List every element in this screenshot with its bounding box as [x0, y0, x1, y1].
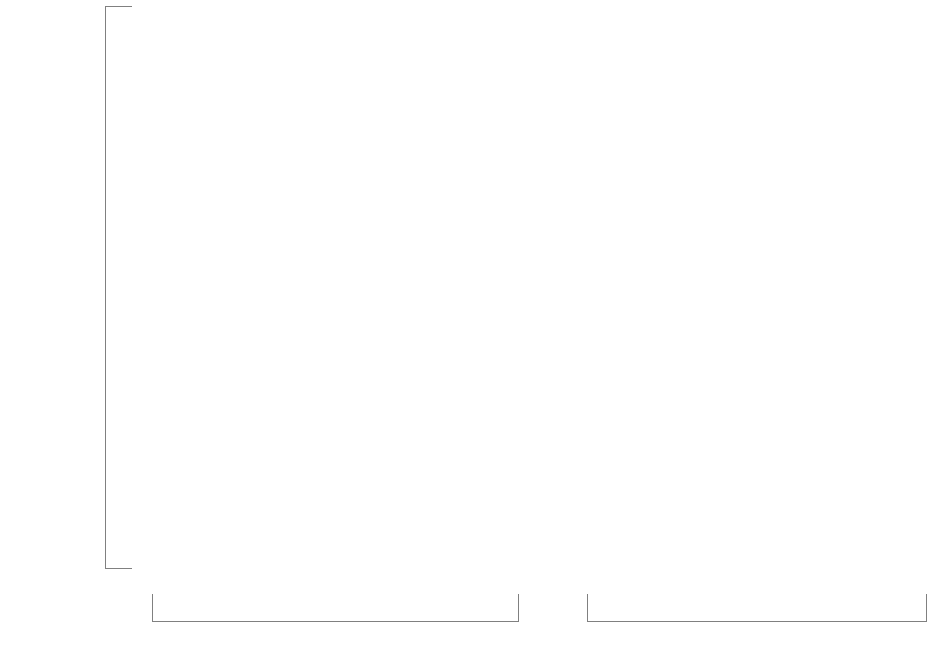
bottom-right-bracket: [587, 594, 927, 622]
bottom-left-bracket: [152, 594, 519, 622]
left-vertical-bracket: [105, 6, 132, 569]
